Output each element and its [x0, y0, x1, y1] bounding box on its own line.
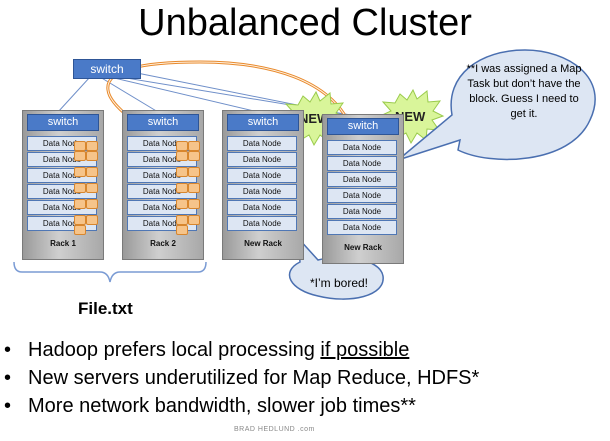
bullet-glyph: • — [4, 367, 12, 389]
data-block — [74, 225, 86, 235]
data-block — [86, 183, 98, 193]
data-block — [86, 151, 98, 161]
data-block — [74, 183, 86, 193]
data-block — [176, 225, 188, 235]
file-label: File.txt — [78, 299, 133, 318]
data-block — [188, 167, 200, 177]
data-block — [74, 215, 86, 225]
data-block — [188, 215, 200, 225]
bullet-underlined-text: if possible — [320, 339, 410, 361]
link-rack-1 — [57, 76, 91, 113]
link-rack-3 — [109, 76, 259, 113]
bullet-list: • Hadoop prefers local processing if poss… — [4, 336, 479, 420]
bullet-item: • New servers underutilized for Map Reduc… — [4, 364, 479, 392]
data-node: Data Node — [327, 156, 397, 171]
map-task-callout-shape — [397, 49, 596, 161]
data-node: Data Node — [227, 216, 297, 231]
data-block — [188, 199, 200, 209]
core-switch: switch — [73, 59, 141, 79]
bullet-item: • Hadoop prefers local processing if poss… — [4, 336, 479, 364]
data-block — [74, 141, 86, 151]
bored-callout-text: *I’m bored! — [309, 276, 369, 290]
bullet-text: Hadoop prefers local processing — [28, 339, 321, 361]
bullet-glyph: • — [4, 395, 12, 417]
data-block — [74, 199, 86, 209]
new-rack-1-switch: switch — [227, 114, 299, 131]
data-block — [86, 167, 98, 177]
core-switch-label: switch — [90, 62, 124, 76]
data-block — [86, 199, 98, 209]
data-block — [176, 215, 188, 225]
data-block — [176, 199, 188, 209]
data-block — [86, 215, 98, 225]
new-rack-2-switch: switch — [327, 118, 399, 135]
data-node: Data Node — [327, 204, 397, 219]
rack-2-switch: switch — [127, 114, 199, 131]
map-task-callout-text: **I was assigned a Map Task but don’t ha… — [466, 63, 582, 120]
rack-2-label: Rack 2 — [150, 239, 176, 248]
data-node: Data Node — [227, 152, 297, 167]
data-block — [188, 151, 200, 161]
data-block — [74, 167, 86, 177]
rack-1-label: Rack 1 — [50, 239, 76, 248]
data-node: Data Node — [227, 200, 297, 215]
data-node: Data Node — [327, 188, 397, 203]
data-block — [176, 141, 188, 151]
data-block — [188, 183, 200, 193]
bullet-glyph: • — [4, 339, 12, 361]
new-rack-2: switch Data Node Data Node Data Node Dat… — [322, 114, 404, 264]
author-credit: BRAD HEDLUND .com — [234, 426, 315, 433]
new-rack-2-label: New Rack — [344, 243, 382, 252]
bullet-text: More network bandwidth, slower job times… — [28, 395, 416, 417]
data-block — [74, 151, 86, 161]
data-block — [176, 167, 188, 177]
data-node: Data Node — [327, 172, 397, 187]
data-block — [176, 151, 188, 161]
data-block — [86, 141, 98, 151]
rack-1-switch: switch — [27, 114, 99, 131]
file-brace — [13, 261, 207, 283]
data-node: Data Node — [227, 184, 297, 199]
new-rack-1-label: New Rack — [244, 239, 282, 248]
data-node: Data Node — [327, 140, 397, 155]
bullet-item: • More network bandwidth, slower job time… — [4, 392, 479, 420]
bullet-text: New servers underutilized for Map Reduce… — [28, 367, 480, 389]
slide-title: Unbalanced Cluster — [138, 2, 472, 44]
data-node: Data Node — [227, 136, 297, 151]
data-node: Data Node — [327, 220, 397, 235]
new-rack-1: switch Data Node Data Node Data Node Dat… — [222, 110, 304, 260]
data-block — [176, 183, 188, 193]
data-node: Data Node — [227, 168, 297, 183]
data-block — [188, 141, 200, 151]
